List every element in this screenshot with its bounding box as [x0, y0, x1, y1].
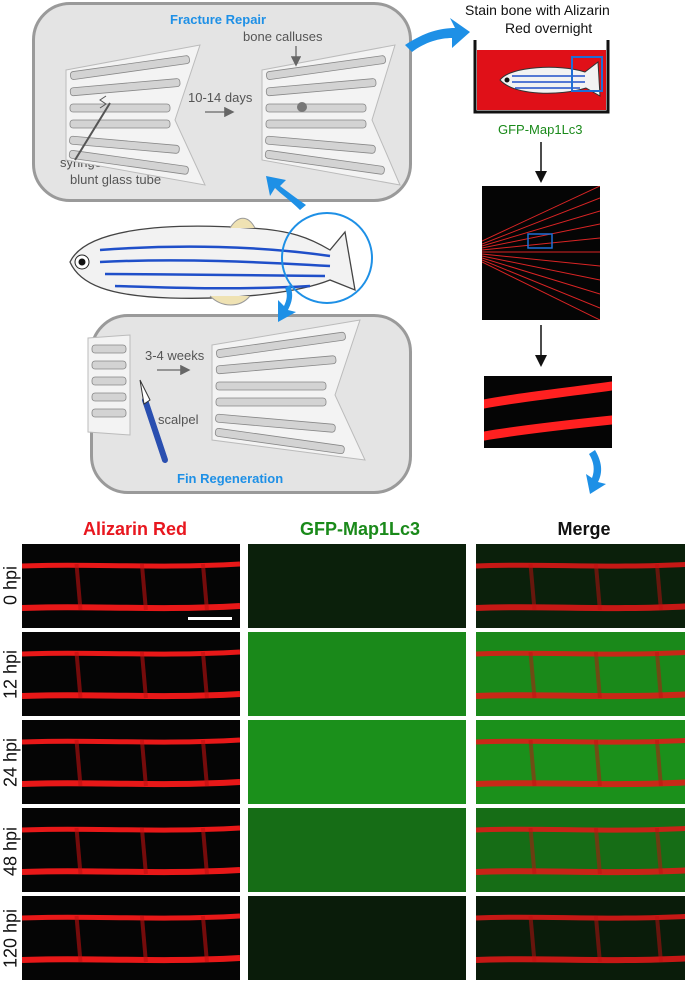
fin-regeneration-title: Fin Regeneration: [177, 471, 284, 486]
micro-tile-green-2: [248, 720, 466, 804]
stain-label-line1: Stain bone with Alizarin: [465, 2, 610, 18]
fin-fluorescence-image: [482, 186, 600, 320]
micro-tile-red-1: [22, 632, 240, 716]
micro-tile-merge-3: [476, 808, 685, 892]
reporter-label: GFP-Map1Lc3: [498, 122, 583, 137]
ray-zoom-image: [484, 376, 612, 448]
micro-tile-green-4: [248, 896, 466, 980]
row-label-1: 12 hpi: [0, 649, 21, 700]
bone-calluses-label: bone calluses: [243, 29, 323, 44]
micro-tile-merge-1: [476, 632, 685, 716]
stain-label-line2: Red overnight: [505, 20, 593, 36]
regen-time-label: 3-4 weeks: [145, 348, 205, 363]
col-header-alizarin: Alizarin Red: [82, 519, 188, 539]
micro-tile-green-3: [248, 808, 466, 892]
micro-tile-red-4: [22, 896, 240, 980]
fracture-time-label: 10-14 days: [188, 90, 253, 105]
needle-label-line2: blunt glass tube: [70, 172, 162, 187]
micro-tile-green-1: [248, 632, 466, 716]
micro-tile-red-3: [22, 808, 240, 892]
row-label-0: 0 hpi: [0, 565, 21, 606]
col-header-gfp: GFP-Map1Lc3: [299, 519, 421, 539]
micro-tile-merge-0: [476, 544, 685, 628]
staining-dish-icon: [473, 40, 610, 114]
fin-cut-icon: [87, 334, 168, 463]
fin-regenerated-icon: [211, 319, 366, 461]
micro-tile-merge-2: [476, 720, 685, 804]
col-header-merge: Merge: [557, 519, 611, 539]
scale-bar: [188, 617, 232, 620]
fin-callus-icon: [261, 44, 401, 186]
micro-tile-green-0: [248, 544, 466, 628]
row-label-3: 48 hpi: [0, 826, 21, 877]
fin-before-icon: [65, 44, 206, 186]
row-label-2: 24 hpi: [0, 737, 21, 788]
micro-tile-merge-4: [476, 896, 685, 980]
row-label-4: 120 hpi: [0, 908, 21, 969]
top-diagram-graphics: [65, 18, 610, 494]
zebrafish-icon: [69, 212, 373, 306]
micro-tile-red-2: [22, 720, 240, 804]
fracture-repair-title: Fracture Repair: [170, 12, 267, 27]
blue-arrows: [266, 18, 606, 494]
micro-tile-red-0: [22, 544, 240, 628]
scalpel-label: scalpel: [158, 412, 199, 427]
